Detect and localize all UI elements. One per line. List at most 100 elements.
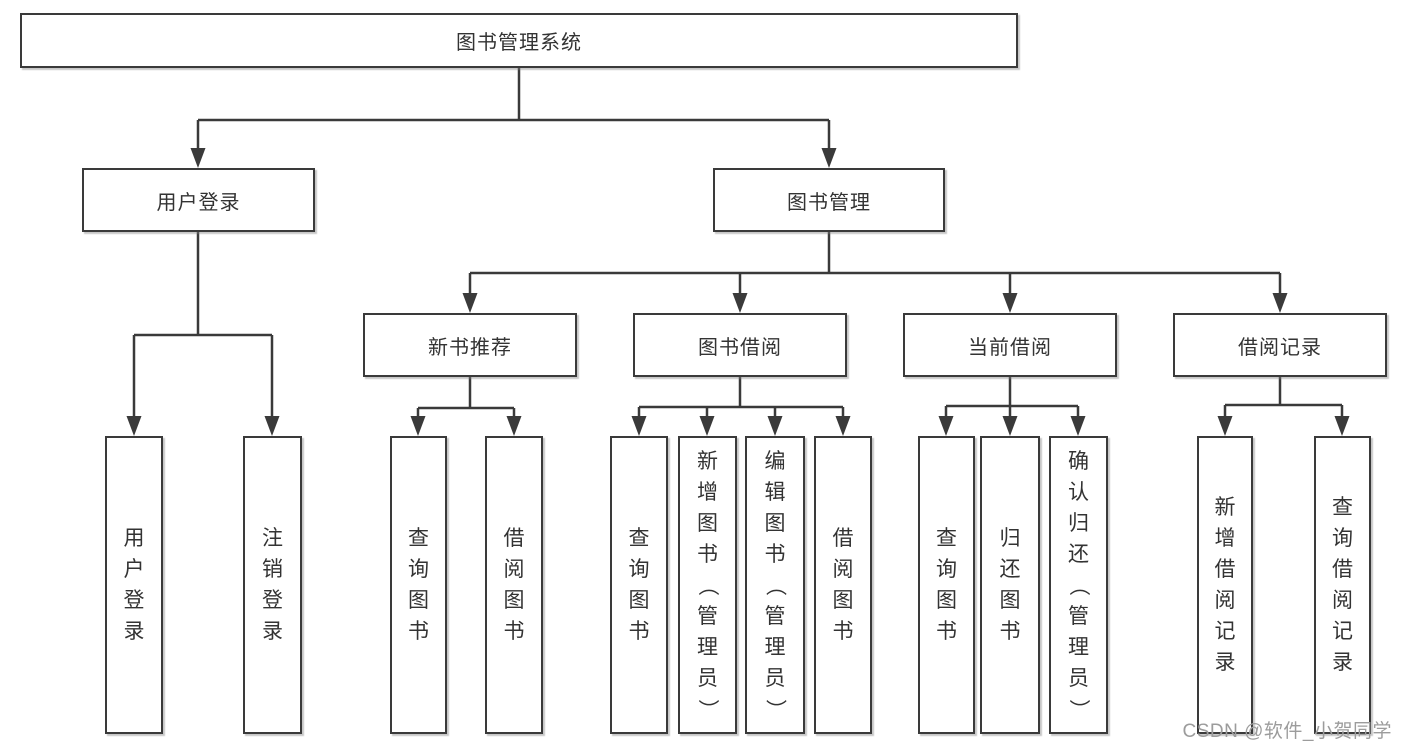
vertical-char: 认 — [1068, 480, 1089, 504]
node-label: 借阅记录 — [1238, 336, 1322, 359]
arrowhead — [1217, 416, 1233, 436]
arrowhead — [835, 416, 851, 436]
vertical-char: 录 — [262, 620, 283, 643]
vertical-char: 阅 — [503, 558, 525, 581]
node-current-borrowing: 当前借阅 — [903, 313, 1117, 377]
vertical-char: 新 — [1214, 496, 1236, 519]
vertical-char: 询 — [936, 558, 957, 581]
arrowhead — [732, 293, 748, 313]
vertical-char: 询 — [1332, 527, 1353, 550]
vertical-char: 管 — [697, 604, 718, 628]
vertical-char: 阅 — [1332, 589, 1353, 612]
connector-book-mgmt-to-level3 — [462, 232, 1288, 313]
node-label: 图书借阅 — [698, 336, 782, 359]
node-label: 图书管理系统 — [456, 32, 582, 54]
vertical-char: 书 — [999, 620, 1021, 643]
vertical-char: 书 — [408, 620, 429, 643]
vertical-char: 图 — [764, 511, 786, 535]
vertical-char: 员 — [764, 666, 786, 690]
node-leaf-borrow-borrow-book: 借阅图书 — [814, 436, 872, 734]
node-leaf-user-login: 用户登录 — [105, 436, 163, 734]
vertical-char: 注 — [262, 527, 283, 550]
vertical-char: 增 — [697, 480, 718, 504]
vertical-char: ） — [696, 698, 719, 720]
node-leaf-borrow-add-book-admin: 新增图书（管理员） — [678, 436, 737, 734]
node-borrowing-records: 借阅记录 — [1173, 313, 1387, 377]
vertical-char: 增 — [1214, 527, 1236, 550]
vertical-char: 管 — [1068, 604, 1089, 628]
arrowhead — [410, 416, 426, 436]
vertical-char: 记 — [1332, 620, 1353, 643]
connector-book-borrow-to-leaves — [631, 377, 851, 436]
vertical-char: 书 — [697, 542, 718, 566]
vertical-char: 销 — [262, 558, 283, 581]
node-leaf-borrow-edit-book-admin: 编辑图书（管理员） — [745, 436, 805, 734]
vertical-char: 书 — [764, 542, 786, 566]
node-leaf-current-confirm-return-admin: 确认归还（管理员） — [1049, 436, 1108, 734]
node-library-management-system: 图书管理系统 — [20, 13, 1018, 68]
connector-borrow-records-to-leaves — [1217, 377, 1350, 436]
connector-user-login-to-leaves — [126, 232, 280, 436]
arrowhead — [699, 416, 715, 436]
arrowhead — [1272, 293, 1288, 313]
vertical-char: 员 — [697, 666, 718, 690]
node-leaf-records-query-record: 查询借阅记录 — [1314, 436, 1371, 734]
node-label: 新书推荐 — [428, 336, 512, 359]
node-new-book-recommend: 新书推荐 — [363, 313, 577, 377]
arrowhead — [126, 416, 142, 436]
vertical-char: 录 — [123, 620, 145, 643]
vertical-char: 录 — [1332, 651, 1353, 674]
vertical-char: 归 — [999, 527, 1021, 550]
vertical-char: 管 — [764, 604, 786, 628]
vertical-char: 借 — [832, 527, 854, 550]
node-leaf-rec-borrow-book: 借阅图书 — [485, 436, 543, 734]
node-leaf-records-add-record: 新增借阅记录 — [1197, 436, 1253, 734]
vertical-char: 录 — [1214, 651, 1236, 674]
vertical-char: 还 — [999, 558, 1021, 581]
node-book-borrowing: 图书借阅 — [633, 313, 847, 377]
vertical-char: 图 — [832, 589, 854, 612]
vertical-char: 记 — [1214, 620, 1236, 643]
vertical-char: 户 — [123, 558, 145, 581]
connector-current-borrow-to-leaves — [938, 377, 1086, 436]
arrowhead — [1070, 416, 1086, 436]
arrowhead — [767, 416, 783, 436]
vertical-char: 图 — [503, 589, 525, 612]
arrowhead — [631, 416, 647, 436]
node-leaf-current-query-book: 查询图书 — [918, 436, 975, 734]
vertical-char: 书 — [503, 620, 525, 643]
vertical-char: 登 — [262, 589, 283, 612]
connector-root-to-level2 — [190, 68, 837, 168]
arrowhead — [190, 148, 206, 168]
vertical-char: 归 — [1068, 511, 1089, 535]
node-label: 图书管理 — [787, 191, 871, 214]
vertical-char: 编 — [764, 449, 786, 473]
vertical-char: 确 — [1068, 449, 1089, 473]
csdn-watermark: CSDN @软件_小贺同学 — [1182, 721, 1392, 742]
vertical-char: 理 — [1068, 635, 1089, 659]
arrowhead — [264, 416, 280, 436]
node-label: 当前借阅 — [968, 336, 1052, 359]
vertical-char: （ — [763, 574, 787, 596]
vertical-char: 理 — [764, 635, 786, 659]
arrowhead — [1002, 416, 1018, 436]
vertical-char: （ — [1067, 574, 1090, 596]
vertical-char: 还 — [1068, 542, 1089, 566]
vertical-char: 阅 — [832, 558, 854, 581]
vertical-char: ） — [763, 698, 787, 720]
node-book-management: 图书管理 — [713, 168, 945, 232]
vertical-char: 书 — [628, 620, 650, 643]
vertical-char: 登 — [123, 589, 145, 612]
vertical-char: 图 — [999, 589, 1021, 612]
vertical-char: 查 — [408, 527, 429, 550]
arrowhead — [938, 416, 954, 436]
vertical-char: 询 — [408, 558, 429, 581]
vertical-char: （ — [696, 574, 719, 596]
vertical-char: 询 — [628, 558, 650, 581]
arrowhead — [462, 293, 478, 313]
vertical-char: 书 — [936, 620, 957, 643]
node-user-login: 用户登录 — [82, 168, 315, 232]
arrowhead — [506, 416, 522, 436]
vertical-char: 图 — [628, 589, 650, 612]
